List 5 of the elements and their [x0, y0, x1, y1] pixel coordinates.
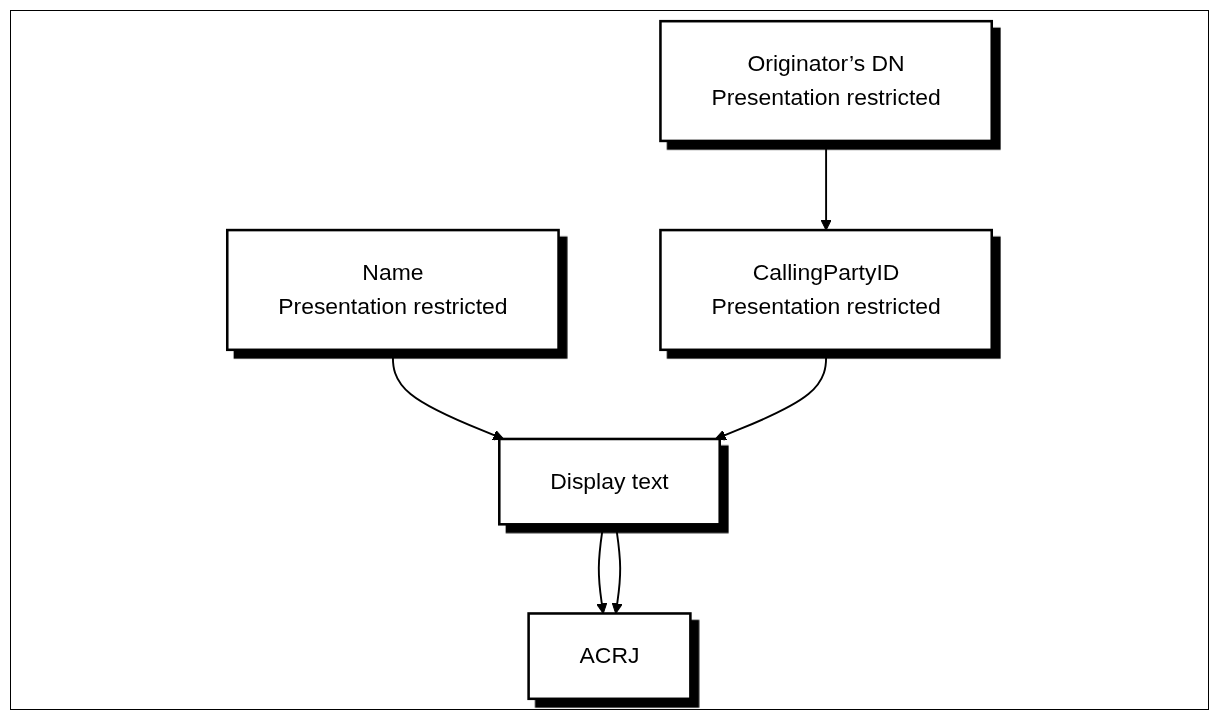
node-box: ACRJ [527, 612, 692, 701]
node-box: Display text [498, 437, 721, 526]
node-box: Name Presentation restricted [226, 228, 560, 352]
node-box: Originator’s DN Presentation restricted [659, 19, 993, 143]
node-box: CallingPartyID Presentation restricted [659, 228, 993, 352]
